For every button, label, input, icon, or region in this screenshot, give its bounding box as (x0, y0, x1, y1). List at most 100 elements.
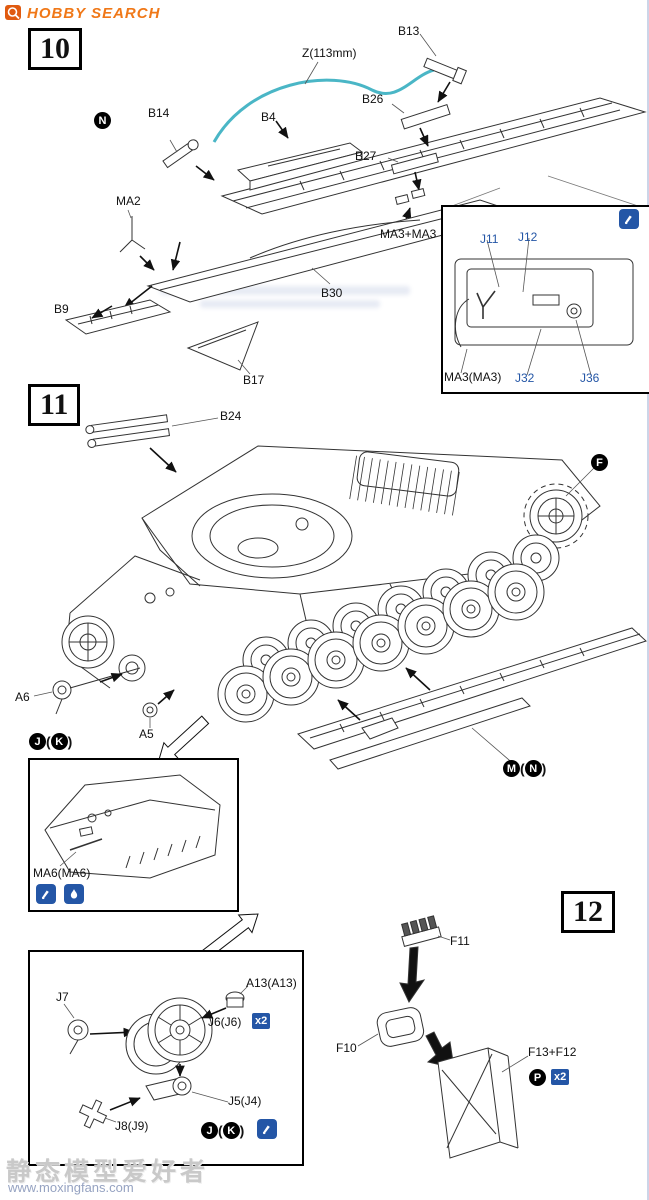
part-label-f13-f12: F13+F12 (528, 1045, 577, 1059)
step-number-11: 11 (28, 384, 81, 426)
part-label-a13: A13(A13) (246, 976, 297, 990)
part-b13-drawing (419, 33, 468, 103)
part-label-b27: B27 (355, 149, 377, 163)
part-label-ma2: MA2 (116, 194, 141, 208)
part-b30-drawing (146, 199, 524, 303)
scan-edge-line (647, 0, 649, 1200)
part-j6-wheel-drawing (125, 997, 213, 1075)
part-label-b24: B24 (220, 409, 242, 423)
sprocket-drawing (523, 483, 589, 549)
paren: ( (46, 733, 51, 750)
sprue-letter-k: K (50, 733, 68, 750)
paren: ) (541, 760, 547, 777)
part-a13-drawing (201, 985, 249, 1019)
sprue-callout-p: P (529, 1069, 546, 1086)
hobby-search-logo: HOBBY SEARCH (5, 4, 160, 22)
glue-icon (619, 209, 639, 229)
part-label-j7: J7 (56, 990, 69, 1004)
part-label-f10: F10 (336, 1041, 357, 1055)
paren: ) (67, 733, 73, 750)
part-label-a5: A5 (139, 727, 154, 741)
step10-inset-box (441, 205, 649, 394)
part-label-j8: J8(J9) (115, 1119, 149, 1133)
part-b4-drawing (236, 120, 364, 191)
part-j7-drawing (63, 1003, 135, 1055)
part-label-b14: B14 (148, 106, 170, 120)
part-label-ma6: MA6(MA6) (33, 866, 91, 880)
magnifier-icon (5, 5, 21, 20)
part-j5-arm-drawing (145, 1064, 229, 1103)
watermark-url: www.moxingfans.com (8, 1180, 134, 1195)
part-label-j12: J12 (518, 230, 538, 244)
part-label-b9: B9 (54, 302, 69, 316)
idler-drawing (61, 615, 146, 682)
part-b24-drawing (85, 414, 219, 473)
part-f10-drawing (357, 1007, 425, 1047)
part-a5-drawing (142, 689, 175, 728)
sprue-letter-n: N (94, 112, 111, 129)
sprue-callout-mn: M(N) (503, 760, 546, 777)
part-label-f11: F11 (450, 934, 470, 948)
part-label-j5: J5(J4) (228, 1094, 262, 1108)
part-a6-drawing (33, 667, 141, 715)
part-b26-drawing (391, 103, 451, 147)
sprue-letter-f: F (591, 454, 608, 471)
part-label-ma3-inset: MA3(MA3) (444, 370, 502, 384)
step11-inset-box (28, 758, 239, 912)
sprue-letter-k2: K (222, 1122, 240, 1139)
part-b17-drawing (186, 321, 259, 375)
print-bleedthrough (160, 286, 410, 295)
part-label-b17: B17 (243, 373, 265, 387)
step-number-12: 12 (561, 891, 615, 933)
paren: ( (218, 1122, 223, 1139)
wheel-assembly-diagram (63, 985, 249, 1129)
sprue-callout-f: F (591, 454, 608, 471)
sprue-letter-j: J (29, 733, 46, 750)
quantity-badge-j6: x2 (252, 1013, 271, 1029)
part-label-ma3-pair: MA3+MA3 (380, 227, 437, 241)
part-ma2-drawing (119, 209, 155, 271)
tow-cable-drawing (212, 61, 435, 143)
sprue-letter-p: P (529, 1069, 546, 1086)
part-f11-drawing (401, 915, 451, 948)
part-label-j32: J32 (515, 371, 535, 385)
logo-text: HOBBY SEARCH (27, 4, 161, 22)
side-skirt-drawing (297, 627, 647, 770)
glue-icon (257, 1119, 277, 1139)
part-j8-drawing (78, 1097, 141, 1129)
sprue-callout-jk: J(K) (29, 733, 72, 750)
part-b9-drawing (64, 299, 172, 335)
quantity-badge-p: x2 (551, 1069, 570, 1085)
part-f13-f12-drawing (437, 1047, 529, 1159)
glue-icon (36, 884, 56, 904)
assembly-arrow-down (399, 946, 426, 1004)
magnify-arrow (157, 715, 210, 764)
part-label-a6: A6 (15, 690, 30, 704)
part-label-j11: J11 (480, 232, 499, 246)
sprue-letter-j2: J (201, 1122, 218, 1139)
step10-inset-diagram (454, 237, 634, 376)
part-label-j6: J6(J6) (208, 1015, 242, 1029)
part-label-b26: B26 (362, 92, 384, 106)
paren: ) (239, 1122, 245, 1139)
part-label-b13: B13 (398, 24, 420, 38)
step-number-10: 10 (28, 28, 82, 70)
paren: ( (520, 760, 525, 777)
part-b27-drawing (387, 152, 439, 191)
part-label-b4: B4 (261, 110, 276, 124)
part-label-z: Z(113mm) (302, 46, 357, 60)
step11-diagram (33, 414, 647, 770)
watermark-chinese: 静态模型爱好者 (6, 1158, 210, 1186)
sprue-letter-n2: N (524, 760, 542, 777)
part-b14-drawing (162, 139, 215, 181)
sprue-callout-jk-wheels: J(K) (201, 1122, 244, 1139)
part-label-j36: J36 (580, 371, 600, 385)
cement-bottle-icon (64, 884, 84, 904)
step12-diagram (357, 915, 529, 1159)
outer-road-wheels (217, 563, 545, 723)
sprue-letter-m: M (503, 760, 520, 777)
step10-diagram (64, 33, 647, 375)
magnify-arrow-2 (202, 913, 259, 960)
print-bleedthrough (200, 300, 380, 308)
